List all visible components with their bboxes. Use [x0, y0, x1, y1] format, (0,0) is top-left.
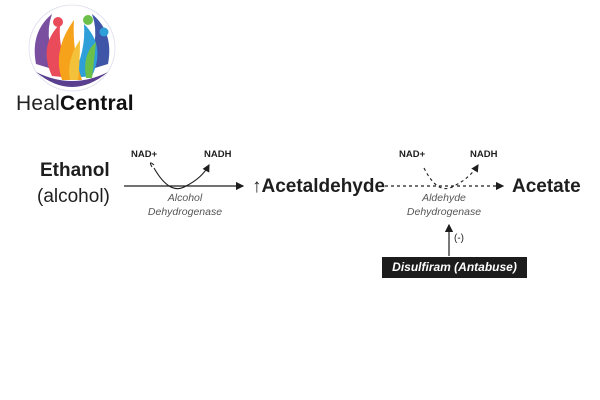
substrate-ethanol: Ethanol: [40, 160, 110, 181]
intermediate-label: Acetaldehyde: [261, 176, 386, 197]
cofactor-tail-1: [149, 162, 155, 168]
enzyme-alcohol-dehydrogenase: Alcohol Dehydrogenase: [140, 191, 230, 219]
inhibitor-disulfiram-box: Disulfiram (Antabuse): [382, 257, 527, 278]
enzyme2-line2: Dehydrogenase: [406, 206, 482, 218]
enzyme1-line1: Alcohol: [167, 192, 203, 204]
brand-part-1: Heal: [16, 92, 60, 115]
increase-arrow-icon: ↑: [252, 176, 262, 197]
product-acetate: Acetate: [512, 176, 581, 197]
inhibition-sign: (-): [454, 233, 464, 244]
cofactor-nadh-1: NADH: [204, 149, 232, 160]
enzyme1-line2: Dehydrogenase: [147, 206, 223, 218]
cofactor-nad-2: NAD+: [399, 149, 426, 160]
healcentral-logo: HealCentral: [8, 2, 138, 116]
cofactor-nad-1: NAD+: [131, 149, 158, 160]
cofactor-curve-2: [423, 164, 479, 190]
flame-logo-icon: [28, 4, 116, 92]
enzyme2-line1: Aldehyde: [422, 192, 466, 204]
cofactor-curve-1: [153, 164, 210, 190]
intermediate-acetaldehyde: ↑Acetaldehyde: [252, 176, 385, 198]
brand-name: HealCentral: [16, 92, 134, 116]
brand-part-2: Central: [60, 92, 134, 115]
enzyme-aldehyde-dehydrogenase: Aldehyde Dehydrogenase: [398, 191, 490, 219]
substrate-alcohol-label: (alcohol): [37, 186, 110, 207]
cofactor-nadh-2: NADH: [470, 149, 498, 160]
